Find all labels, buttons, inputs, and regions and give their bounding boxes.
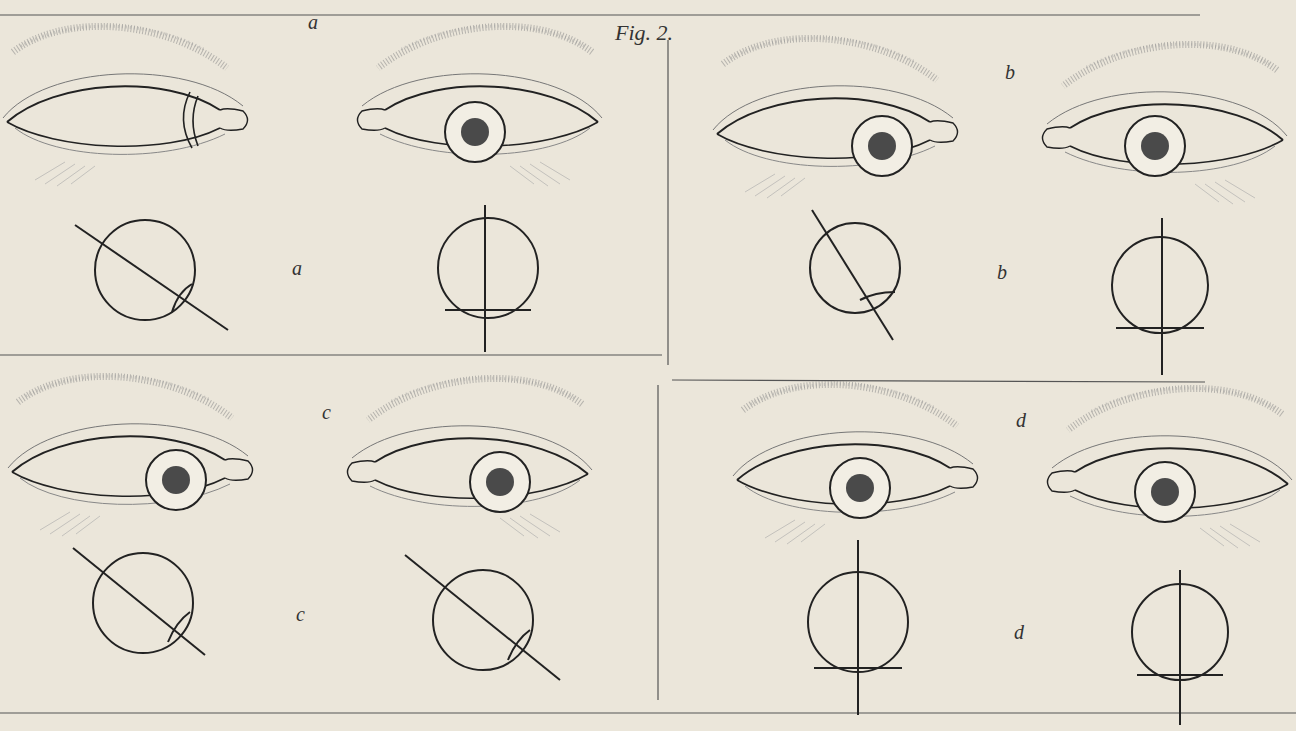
panel-letter: a xyxy=(308,12,318,32)
panel-letter: b xyxy=(1005,62,1015,82)
figure-title: Fig. 2. xyxy=(615,22,673,44)
panel-letter: a xyxy=(292,258,302,278)
panel-letter: d xyxy=(1014,622,1024,642)
panel-letter: d xyxy=(1016,410,1026,430)
panel-letter: c xyxy=(296,604,305,624)
panel-letter: b xyxy=(997,262,1007,282)
panel-letter: c xyxy=(322,402,331,422)
